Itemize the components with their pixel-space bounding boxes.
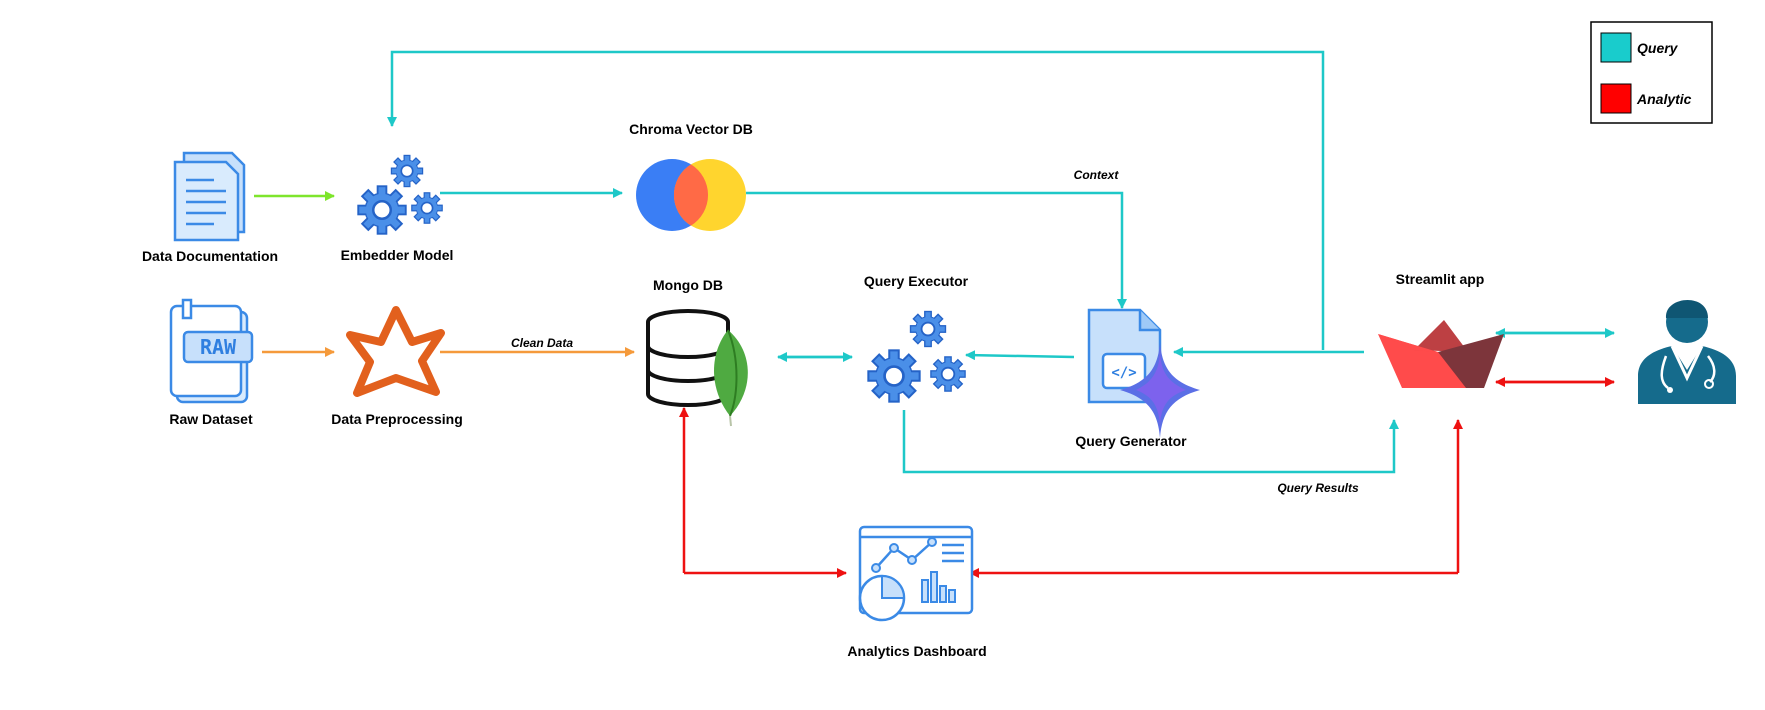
database-leaf-icon	[646, 309, 748, 427]
query-generator-node: </> Query Generator	[1075, 308, 1200, 449]
streamlit-app-node: Streamlit app	[1378, 271, 1504, 388]
node-label-data-documentation: Data Documentation	[142, 248, 278, 264]
mongo-db-node: Mongo DB	[646, 277, 748, 427]
gears-icon	[357, 154, 444, 235]
star-icon	[346, 306, 445, 397]
query-executor-node: Query Executor	[864, 273, 969, 403]
node-label-mongo-db: Mongo DB	[653, 277, 723, 293]
edge-label-context: Context	[1074, 168, 1120, 182]
edge-label-clean-data: Clean Data	[511, 336, 573, 350]
chroma-vector-db-node: Chroma Vector DB	[629, 121, 753, 231]
analytics-dashboard-node: Analytics Dashboard	[847, 525, 987, 659]
edge-streamlit-to-embedder	[387, 50, 1325, 350]
node-label-chroma-vector-db: Chroma Vector DB	[629, 121, 753, 137]
edge-chroma-to-query-generator	[746, 191, 1127, 309]
node-label-streamlit-app: Streamlit app	[1396, 271, 1485, 287]
code-file-sparkle-icon: </>	[1087, 308, 1200, 438]
streamlit-logo-icon	[1378, 320, 1504, 388]
chroma-logo-icon	[636, 159, 746, 231]
edge-label-query-results: Query Results	[1277, 481, 1359, 495]
svg-text:</>: </>	[1111, 365, 1136, 381]
legend-label-analytic: Analytic	[1636, 91, 1692, 107]
raw-file-icon: RAW	[169, 298, 254, 404]
legend-label-query: Query	[1637, 40, 1679, 56]
node-label-query-executor: Query Executor	[864, 273, 969, 289]
legend: Query Analytic	[1590, 21, 1713, 124]
raw-dataset-node: RAW Raw Dataset	[169, 298, 254, 427]
data-documentation-node: Data Documentation	[142, 151, 278, 264]
node-label-query-generator: Query Generator	[1075, 433, 1187, 449]
dashboard-icon	[858, 525, 974, 622]
edge-mongo-dashboard-bidirectional	[679, 407, 847, 578]
node-label-data-preprocessing: Data Preprocessing	[331, 411, 463, 427]
data-preprocessing-node: Data Preprocessing	[331, 306, 463, 427]
embedder-model-node: Embedder Model	[341, 154, 454, 263]
svg-text:RAW: RAW	[200, 335, 237, 359]
gears-icon	[866, 310, 966, 403]
edge-executor-to-streamlit-results	[902, 410, 1399, 474]
legend-swatch-query	[1600, 32, 1632, 63]
node-label-analytics-dashboard: Analytics Dashboard	[847, 643, 986, 659]
edge-dashboard-streamlit-bidirectional	[969, 419, 1463, 578]
document-icon	[173, 151, 246, 242]
edge-query-generator-to-executor	[965, 350, 1075, 361]
legend-swatch-analytic	[1600, 83, 1632, 114]
doctor-icon	[1638, 299, 1736, 404]
node-label-embedder-model: Embedder Model	[341, 247, 454, 263]
node-label-raw-dataset: Raw Dataset	[169, 411, 253, 427]
